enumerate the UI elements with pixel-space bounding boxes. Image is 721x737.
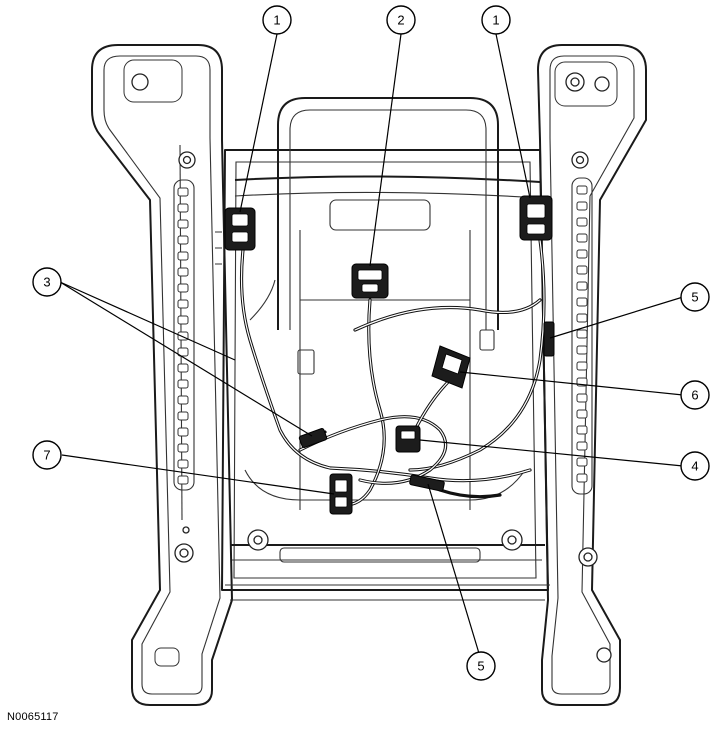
right-track-slots bbox=[576, 185, 588, 483]
leader-lines bbox=[59, 33, 684, 661]
callout-5-right: 5 bbox=[680, 282, 710, 312]
callout-label: 6 bbox=[691, 388, 698, 403]
harness-clip-5-right bbox=[543, 321, 555, 357]
connector-1-left bbox=[224, 207, 256, 251]
callout-label: 1 bbox=[273, 13, 280, 28]
connector-2 bbox=[351, 263, 389, 299]
left-seat-rail bbox=[91, 44, 233, 706]
callout-7: 7 bbox=[32, 440, 62, 470]
harness-clip-3 bbox=[298, 427, 328, 449]
callout-label: 2 bbox=[397, 13, 404, 28]
right-seat-rail bbox=[537, 44, 647, 706]
connector-7 bbox=[329, 473, 353, 515]
callout-1-left: 1 bbox=[262, 5, 292, 35]
callout-label: 5 bbox=[691, 290, 698, 305]
left-track-slots bbox=[177, 187, 189, 485]
connector-6 bbox=[431, 345, 471, 389]
figure-id: N0065117 bbox=[7, 711, 59, 723]
callout-2: 2 bbox=[386, 5, 416, 35]
callout-6: 6 bbox=[680, 380, 710, 410]
callout-label: 3 bbox=[43, 275, 50, 290]
callout-1-right: 1 bbox=[481, 5, 511, 35]
harness-clip-5-bottom bbox=[409, 474, 445, 492]
callout-label: 1 bbox=[492, 13, 499, 28]
seat-pan-frame bbox=[221, 97, 550, 601]
connector-1-right bbox=[519, 195, 553, 241]
callout-label: 5 bbox=[477, 659, 484, 674]
connector-4 bbox=[395, 425, 421, 453]
callout-label: 4 bbox=[691, 459, 698, 474]
callout-5-bottom: 5 bbox=[466, 651, 496, 681]
callout-4: 4 bbox=[680, 451, 710, 481]
callout-3: 3 bbox=[32, 267, 62, 297]
callout-label: 7 bbox=[43, 448, 50, 463]
